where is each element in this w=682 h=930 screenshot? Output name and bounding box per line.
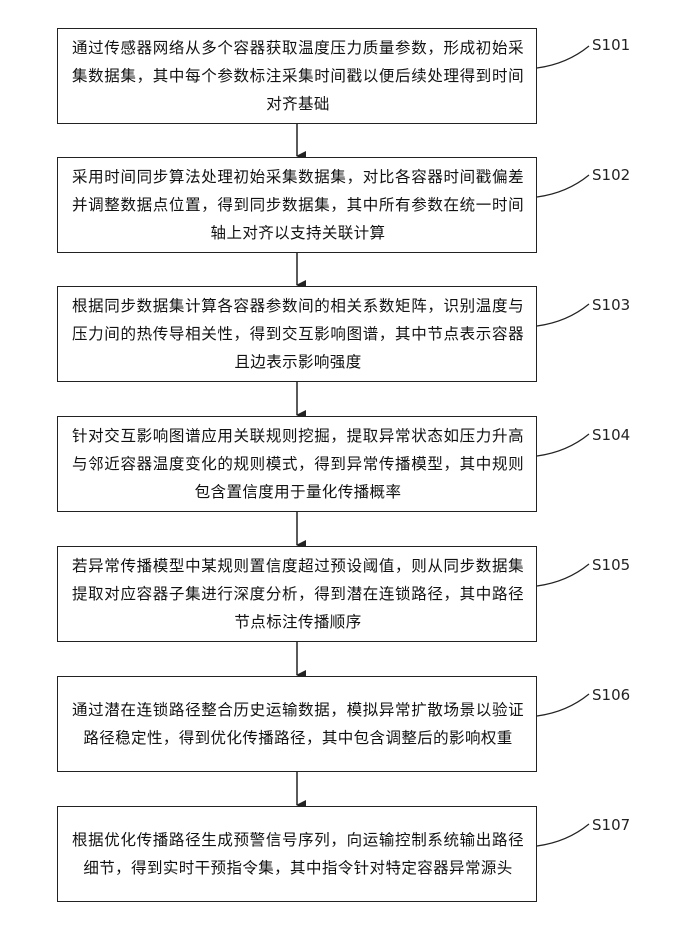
label-leader-line bbox=[537, 304, 589, 326]
step-box-s104: 针对交互影响图谱应用关联规则挖掘，提取异常状态如压力升高与邻近容器温度变化的规则… bbox=[57, 416, 537, 512]
step-label-s106: S106 bbox=[592, 686, 630, 704]
label-leader-line bbox=[537, 46, 589, 68]
step-box-s103: 根据同步数据集计算各容器参数间的相关系数矩阵，识别温度与压力间的热传导相关性，得… bbox=[57, 286, 537, 382]
step-label-s105: S105 bbox=[592, 556, 630, 574]
step-text-s107: 根据优化传播路径生成预警信号序列，向运输控制系统输出路径细节，得到实时干预指令集… bbox=[58, 826, 536, 882]
label-leader-line bbox=[537, 434, 589, 456]
step-text-s101: 通过传感器网络从多个容器获取温度压力质量参数，形成初始采集数据集，其中每个参数标… bbox=[58, 34, 536, 118]
step-label-s101: S101 bbox=[592, 36, 630, 54]
label-leader-line bbox=[537, 694, 589, 716]
step-text-s106: 通过潜在连锁路径整合历史运输数据，模拟异常扩散场景以验证路径稳定性，得到优化传播… bbox=[58, 696, 536, 752]
step-label-s104: S104 bbox=[592, 426, 630, 444]
step-text-s104: 针对交互影响图谱应用关联规则挖掘，提取异常状态如压力升高与邻近容器温度变化的规则… bbox=[58, 422, 536, 506]
step-text-s103: 根据同步数据集计算各容器参数间的相关系数矩阵，识别温度与压力间的热传导相关性，得… bbox=[58, 292, 536, 376]
step-label-s102: S102 bbox=[592, 166, 630, 184]
step-box-s106: 通过潜在连锁路径整合历史运输数据，模拟异常扩散场景以验证路径稳定性，得到优化传播… bbox=[57, 676, 537, 772]
label-leader-line bbox=[537, 824, 589, 846]
step-box-s107: 根据优化传播路径生成预警信号序列，向运输控制系统输出路径细节，得到实时干预指令集… bbox=[57, 806, 537, 902]
step-box-s102: 采用时间同步算法处理初始采集数据集，对比各容器时间戳偏差并调整数据点位置，得到同… bbox=[57, 157, 537, 253]
step-box-s101: 通过传感器网络从多个容器获取温度压力质量参数，形成初始采集数据集，其中每个参数标… bbox=[57, 28, 537, 124]
label-leader-line bbox=[537, 564, 589, 586]
step-text-s105: 若异常传播模型中某规则置信度超过预设阈值，则从同步数据集提取对应容器子集进行深度… bbox=[58, 552, 536, 636]
step-text-s102: 采用时间同步算法处理初始采集数据集，对比各容器时间戳偏差并调整数据点位置，得到同… bbox=[58, 163, 536, 247]
step-label-s107: S107 bbox=[592, 816, 630, 834]
step-box-s105: 若异常传播模型中某规则置信度超过预设阈值，则从同步数据集提取对应容器子集进行深度… bbox=[57, 546, 537, 642]
step-label-s103: S103 bbox=[592, 296, 630, 314]
label-leader-line bbox=[537, 175, 589, 197]
